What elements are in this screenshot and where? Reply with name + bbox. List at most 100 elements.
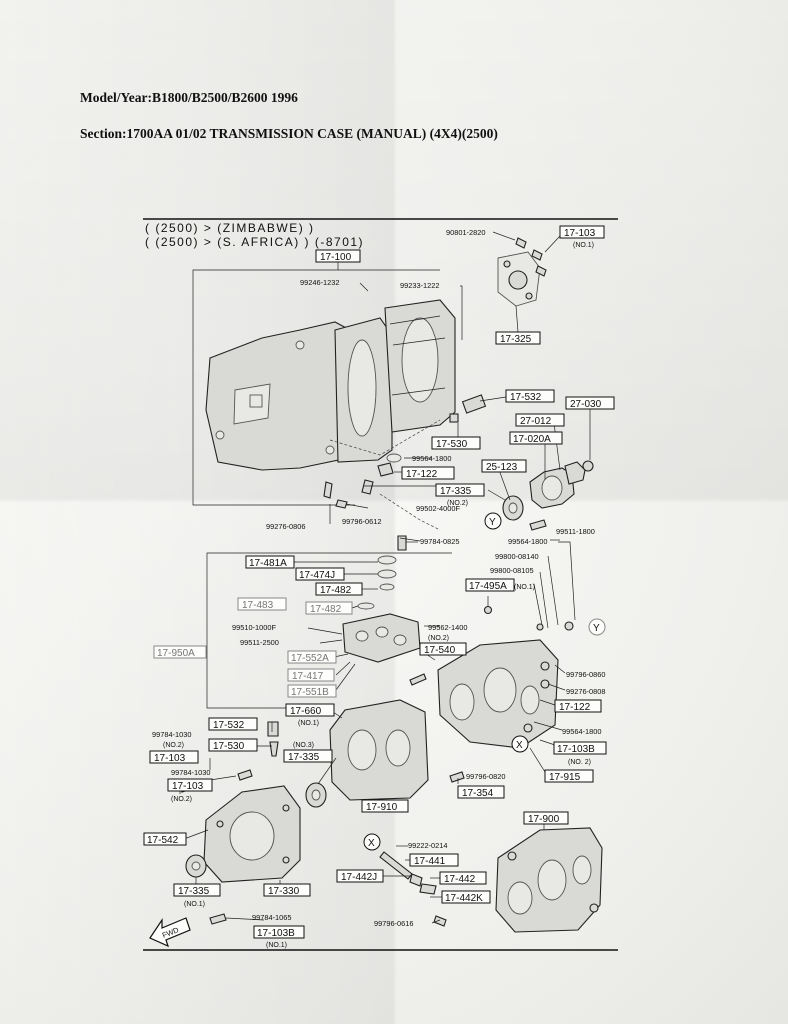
svg-text:17-474J: 17-474J: [299, 570, 335, 581]
boxed-part-label: 17-122: [554, 699, 602, 713]
boxed-part-label: 17-325: [495, 331, 541, 345]
boxed-part-label: 17-551B: [287, 684, 337, 698]
boxed-part-label: 17-474J: [295, 567, 345, 581]
svg-text:17-330: 17-330: [268, 886, 300, 897]
boxed-part-label: 25-123: [481, 459, 527, 473]
part-number: 99564-1800: [508, 537, 547, 546]
shift-cover-part: [342, 613, 421, 663]
note: (NO.2): [163, 742, 184, 749]
part-number: 99564-1800: [562, 727, 601, 736]
part-number: 99784-0825: [420, 537, 459, 546]
switch-part: [461, 394, 487, 414]
note: (NO.1): [573, 242, 594, 249]
svg-text:(NO. 2): (NO. 2): [568, 759, 591, 766]
svg-text:17-103: 17-103: [564, 228, 596, 239]
boxed-part-label: 17-103: [559, 225, 605, 239]
group-outline-upper: [192, 269, 440, 506]
part-number: 99800-08105: [490, 566, 534, 575]
part-number: 99276-0806: [266, 522, 305, 531]
boxed-part-label: 17-900: [523, 811, 569, 825]
svg-text:17-103B: 17-103B: [257, 928, 295, 939]
svg-text:17-483: 17-483: [242, 600, 274, 611]
svg-text:17-482: 17-482: [310, 604, 342, 615]
svg-text:17-950A: 17-950A: [157, 648, 195, 659]
boxed-part-label: 17-532: [505, 389, 555, 403]
svg-text:17-542: 17-542: [147, 835, 179, 846]
svg-text:17-103: 17-103: [172, 781, 204, 792]
fwd-arrow: FWD: [149, 917, 191, 948]
part-number-labels: 90801-2820 99246-1232 99233-1222 99564-1…: [152, 228, 605, 928]
part-number: 99562-1400: [428, 623, 467, 632]
boxed-part-label: 17-020A: [509, 431, 563, 445]
boxed-part-label: 27-030: [565, 396, 615, 410]
part-number: 99502-4000F: [416, 504, 460, 513]
callout-y-upper: Y: [484, 512, 502, 530]
svg-text:17-020A: 17-020A: [513, 434, 551, 445]
note: (NO.2): [447, 500, 468, 507]
applicability-line-2: ( (2500) > (S. AFRICA) ) (-8701): [145, 235, 364, 249]
svg-text:17-335: 17-335: [288, 752, 320, 763]
model-year-heading: Model/Year:B1800/B2500/B2600 1996: [80, 90, 298, 105]
note: (NO.1): [514, 584, 535, 591]
boxed-part-label: 17-442J: [336, 869, 384, 883]
svg-text:17-335: 17-335: [178, 886, 210, 897]
part-number: 99510-1000F: [232, 623, 276, 632]
svg-text:17-122: 17-122: [559, 702, 591, 713]
boxed-part-label: 27-012: [515, 413, 565, 427]
part-number: 99246-1232: [300, 278, 339, 287]
bolt-part: [515, 237, 527, 249]
svg-text:25-123: 25-123: [486, 462, 518, 473]
svg-text:17-540: 17-540: [424, 645, 456, 656]
part-number: 99233-1222: [400, 281, 439, 290]
boxed-part-label: 17-441: [409, 853, 459, 867]
boxed-part-label: 17-103B: [253, 925, 305, 939]
boxed-part-label: 17-442: [439, 871, 487, 885]
boxed-part-label: 17-495A: [465, 578, 515, 592]
note: (NO.2): [428, 635, 449, 642]
svg-text:27-030: 27-030: [570, 399, 602, 410]
callout-x-right: X: [511, 735, 529, 753]
svg-text:17-551B: 17-551B: [291, 687, 329, 698]
part-number: 99784-1030: [152, 730, 191, 739]
part-number: 99276-0808: [566, 687, 605, 696]
boxed-part-label: 17-483: [237, 597, 287, 611]
part-number: 90801-2820: [446, 228, 485, 237]
part-number: 99784-1065: [252, 913, 291, 922]
boxed-part-label: 17-552A: [287, 650, 337, 664]
boxed-part-label: 17-915: [544, 769, 594, 783]
note: (NO.2): [171, 796, 192, 803]
boxed-part-labels: 17-100 17-103 17-325 17-532 27-012 27-03…: [143, 225, 615, 939]
svg-text:17-417: 17-417: [292, 671, 324, 682]
part-number: 99796-0612: [342, 517, 381, 526]
part-number: 99511-1800: [556, 527, 595, 536]
boxed-part-label: 17-330: [263, 883, 311, 897]
svg-text:17-660: 17-660: [290, 706, 322, 717]
applicability-line-1: ( (2500) > (ZIMBABWE) ): [145, 221, 315, 235]
boxed-part-label: 17-335: [435, 483, 485, 497]
svg-text:17-482: 17-482: [320, 585, 352, 596]
note: (NO.1): [266, 942, 287, 949]
part-number: 99564-1800: [412, 454, 451, 463]
svg-text:17-481A: 17-481A: [249, 558, 287, 569]
boxed-part-label: 17-542: [143, 832, 187, 846]
boxed-part-label: 17-100: [315, 249, 361, 263]
part-number: 99511-2500: [240, 638, 279, 647]
svg-text:17-530: 17-530: [436, 439, 468, 450]
svg-text:17-103B: 17-103B: [557, 744, 595, 755]
boxed-part-label: 17-103: [149, 750, 199, 764]
boxed-part-label: 17-335: [283, 749, 333, 763]
callout-x-lower: X: [363, 833, 381, 851]
svg-text:X: X: [368, 838, 375, 849]
note: (NO.1): [298, 720, 319, 727]
svg-text:27-012: 27-012: [520, 416, 552, 427]
boxed-part-label: 17-103B: [553, 741, 607, 755]
svg-text:17-335: 17-335: [440, 486, 472, 497]
part-number: 99800-08140: [495, 552, 539, 561]
callout-y-right: Y: [588, 618, 606, 636]
boxed-part-label: 17-660: [285, 703, 335, 717]
boxed-part-label: 17-122: [401, 466, 455, 480]
boxed-part-label: 17-442K: [441, 890, 491, 904]
boxed-part-label: 17-482: [315, 582, 363, 596]
